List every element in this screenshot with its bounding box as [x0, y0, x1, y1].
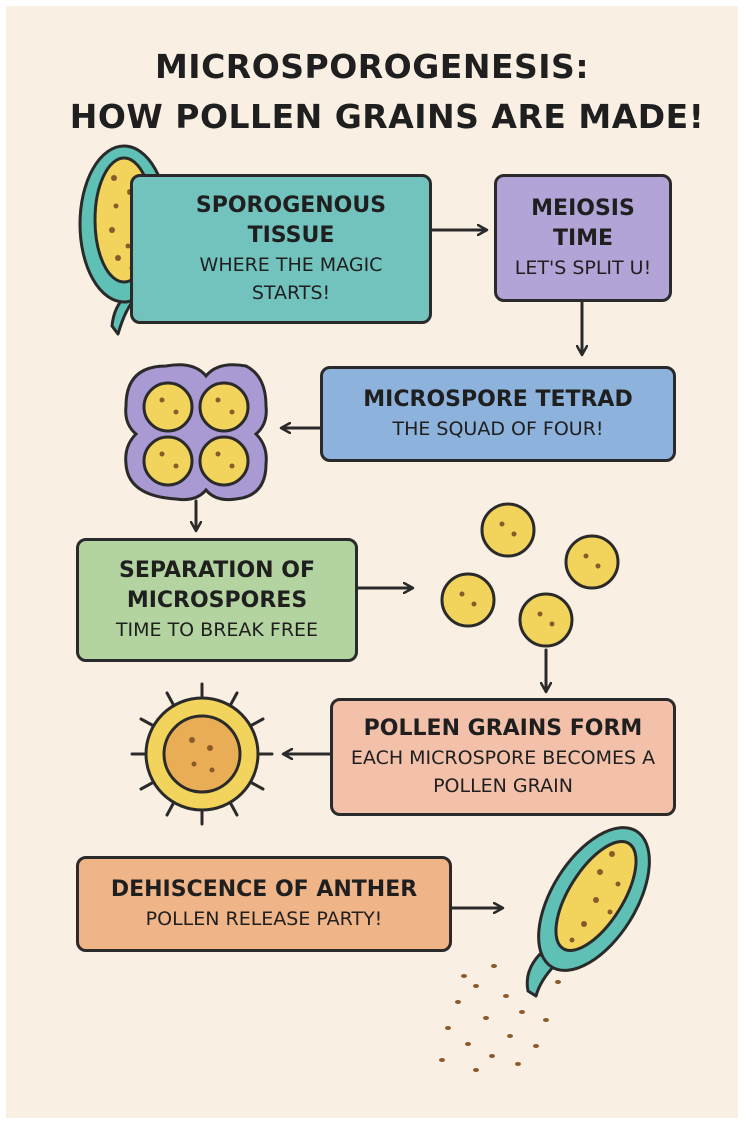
step-subtitle: TIME TO BREAK FREE [115, 619, 319, 641]
dehiscing-anther-icon [439, 826, 651, 1072]
title-line-2: HOW POLLEN GRAINS ARE MADE! [69, 97, 705, 136]
step-subtitle: WHERE THE MAGIC STARTS! [199, 254, 383, 304]
step-microspore-tetrad: MICROSPORE TETRAD THE SQUAD OF FOUR! [320, 366, 676, 462]
step-subtitle: EACH MICROSPORE BECOMES A POLLEN GRAIN [350, 747, 656, 797]
step-separation: SEPARATION OF MICROSPORES TIME TO BREAK … [76, 538, 358, 662]
released-pollen [439, 964, 561, 1072]
step-heading: DEHISCENCE OF ANTHER [110, 877, 418, 902]
step-dehiscence: DEHISCENCE OF ANTHER POLLEN RELEASE PART… [76, 856, 452, 952]
step-meiosis: MEIOSIS TIME LET'S SPLIT U! [494, 174, 672, 302]
page-title: MICROSPOROGENESIS: HOW POLLEN GRAINS ARE… [6, 42, 738, 142]
pollen-grain-icon [130, 682, 274, 826]
step-subtitle: THE SQUAD OF FOUR! [392, 418, 604, 440]
step-sporogenous-tissue: SPOROGENOUS TISSUE WHERE THE MAGIC START… [130, 174, 432, 324]
step-heading: MEIOSIS TIME [531, 196, 635, 251]
diagram-canvas: MICROSPOROGENESIS: HOW POLLEN GRAINS ARE… [6, 6, 738, 1118]
step-subtitle: POLLEN RELEASE PARTY! [145, 908, 383, 930]
step-subtitle: LET'S SPLIT U! [514, 257, 652, 279]
title-line-1: MICROSPOROGENESIS: [154, 47, 590, 86]
step-heading: MICROSPORE TETRAD [363, 387, 633, 412]
microspore-icon [440, 502, 620, 648]
step-heading: SEPARATION OF MICROSPORES [119, 558, 315, 613]
tetrad-icon [124, 363, 268, 502]
step-pollen-grains-form: POLLEN GRAINS FORM EACH MICROSPORE BECOM… [330, 698, 676, 816]
step-heading: SPOROGENOUS TISSUE [195, 193, 387, 248]
step-heading: POLLEN GRAINS FORM [363, 716, 643, 741]
